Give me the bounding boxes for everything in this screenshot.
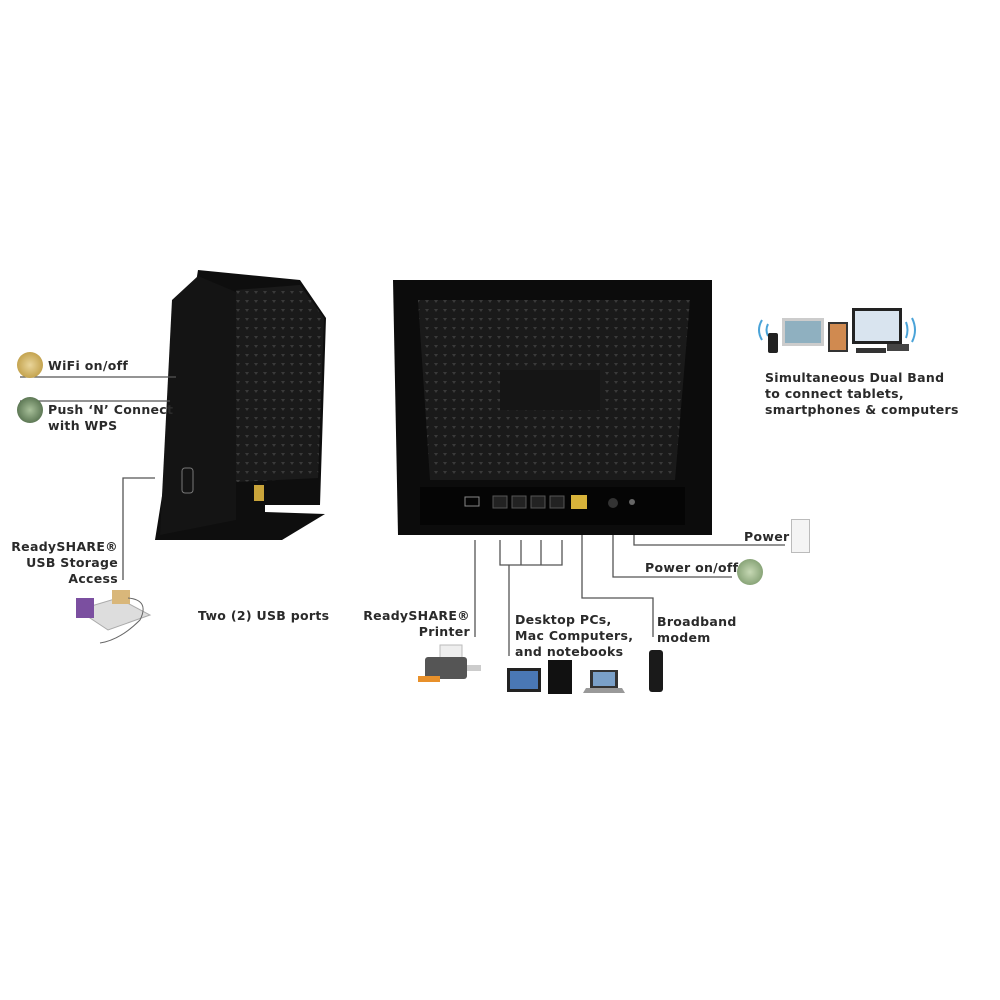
power-onoff-label: Power on/off <box>645 560 739 575</box>
wps-icon <box>17 397 43 423</box>
modem-image <box>649 650 663 692</box>
router-side-view <box>155 270 326 540</box>
desktop-label-line2: Mac Computers, <box>515 628 634 643</box>
power-switch <box>608 498 618 508</box>
wireless-devices-image <box>758 308 916 353</box>
leader-lines <box>20 376 785 656</box>
usb-port <box>464 496 480 507</box>
router-back-view <box>393 280 712 535</box>
wifi-label: WiFi on/off <box>48 358 129 373</box>
modem-label-line2: modem <box>657 630 711 645</box>
usb-ports-label: Two (2) USB ports <box>198 608 330 623</box>
usb-storage-image <box>76 590 152 644</box>
dual-band-line3: smartphones & computers <box>765 402 959 417</box>
wps-label-line2: with WPS <box>48 418 118 433</box>
power-button-icon <box>737 559 763 585</box>
internet-port <box>571 495 587 509</box>
dual-band-line1: Simultaneous Dual Band <box>765 370 945 385</box>
wps-label-line1: Push ‘N’ Connect <box>48 402 174 417</box>
desktop-label-line1: Desktop PCs, <box>515 612 612 627</box>
modem-label-line1: Broadband <box>657 614 737 629</box>
ethernet-port-side <box>254 485 264 501</box>
printer-label-line1: ReadySHARE® <box>363 608 470 623</box>
usb-storage-label-line2: USB Storage <box>26 555 118 570</box>
printer-image <box>418 644 481 682</box>
desktop-label-line3: and notebooks <box>515 644 624 659</box>
usb-port-side <box>181 467 194 494</box>
power-outlet-icon <box>791 519 810 553</box>
usb-storage-label-line3: Access <box>68 571 118 586</box>
printer-label-line2: Printer <box>418 624 470 639</box>
power-jack <box>629 499 635 505</box>
dual-band-line2: to connect tablets, <box>765 386 904 401</box>
usb-storage-label-line1: ReadySHARE® <box>11 539 118 554</box>
wifi-toggle-icon <box>17 352 43 378</box>
computers-image <box>507 660 625 694</box>
power-label: Power <box>744 529 790 544</box>
